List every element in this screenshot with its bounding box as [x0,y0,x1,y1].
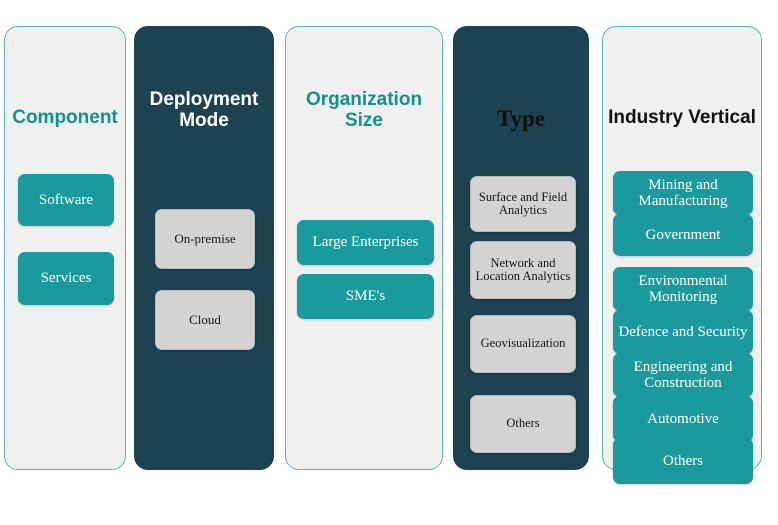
column-type: Type Surface and Field Analytics Network… [453,26,589,470]
item-environmental-monitoring[interactable]: Environmental Monitoring [613,267,753,311]
column-title-organization-size: Organization Size [305,89,423,132]
item-government[interactable]: Government [613,214,753,256]
column-title-deployment-mode: Deployment Mode [149,89,259,132]
column-title-type: Type [496,106,546,131]
column-component: Component Software Services [4,26,126,470]
item-defence-and-security[interactable]: Defence and Security [613,310,753,354]
item-surface-and-field-analytics[interactable]: Surface and Field Analytics [470,176,576,232]
item-services[interactable]: Services [18,252,114,305]
column-deployment-mode: Deployment Mode On-premise Cloud [134,26,274,470]
item-software[interactable]: Software [18,174,114,226]
item-smes[interactable]: SME's [297,274,434,319]
item-network-and-location-analytics[interactable]: Network and Location Analytics [470,241,576,299]
column-title-component: Component [12,107,118,128]
item-engineering-and-construction[interactable]: Engineering and Construction [613,353,753,397]
column-industry-vertical: Industry Vertical Mining and Manufacturi… [602,26,762,484]
column-title-industry-vertical: Industry Vertical [608,107,756,128]
item-others-type[interactable]: Others [470,395,576,453]
item-on-premise[interactable]: On-premise [155,209,255,269]
item-geovisualization[interactable]: Geovisualization [470,315,576,373]
item-cloud[interactable]: Cloud [155,290,255,350]
item-mining-and-manufacturing[interactable]: Mining and Manufacturing [613,171,753,215]
item-automotive[interactable]: Automotive [613,396,753,442]
item-others-industry[interactable]: Others [613,438,753,484]
column-organization-size: Organization Size Large Enterprises SME'… [285,26,443,470]
item-large-enterprises[interactable]: Large Enterprises [297,220,434,265]
